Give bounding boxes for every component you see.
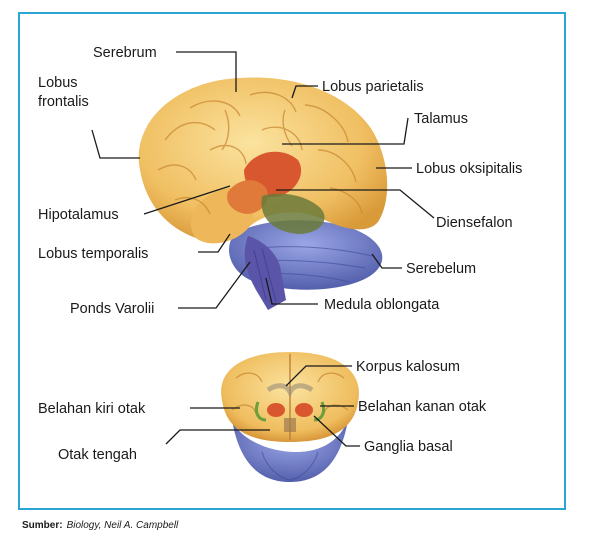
label-serebrum: Serebrum bbox=[93, 45, 157, 61]
label-lobus-oksipitalis: Lobus oksipitalis bbox=[416, 161, 522, 177]
source-caption: Sumber:Biology, Neil A. Campbell bbox=[22, 520, 178, 531]
label-belahan-kiri-otak: Belahan kiri otak bbox=[38, 401, 146, 417]
labels: Serebrum Lobus frontalis Lobus parietali… bbox=[38, 45, 522, 463]
front-brain-illustration bbox=[221, 352, 359, 482]
source-label: Sumber: bbox=[22, 520, 63, 531]
label-lobus-frontalis-line2: frontalis bbox=[38, 94, 89, 110]
front-cerebellum-shape bbox=[232, 420, 348, 482]
side-brain-illustration bbox=[138, 77, 388, 310]
label-hipotalamus: Hipotalamus bbox=[38, 207, 119, 223]
label-otak-tengah: Otak tengah bbox=[58, 447, 137, 463]
label-ponds-varolii: Ponds Varolii bbox=[70, 301, 154, 317]
label-korpus-kalosum: Korpus kalosum bbox=[356, 359, 460, 375]
label-talamus: Talamus bbox=[414, 111, 468, 127]
label-belahan-kanan-otak: Belahan kanan otak bbox=[358, 399, 487, 415]
label-lobus-frontalis-line1: Lobus bbox=[38, 75, 78, 91]
label-medula-oblongata: Medula oblongata bbox=[324, 297, 440, 313]
label-ganglia-basal: Ganglia basal bbox=[364, 439, 453, 455]
label-serebelum: Serebelum bbox=[406, 261, 476, 277]
label-lobus-parietalis: Lobus parietalis bbox=[322, 79, 424, 95]
label-lobus-temporalis: Lobus temporalis bbox=[38, 246, 148, 262]
leader-lines bbox=[91, 51, 435, 447]
hypothalamus-shape bbox=[227, 180, 268, 214]
label-diensefalon: Diensefalon bbox=[436, 215, 513, 231]
source-text: Biology, Neil A. Campbell bbox=[66, 520, 179, 531]
